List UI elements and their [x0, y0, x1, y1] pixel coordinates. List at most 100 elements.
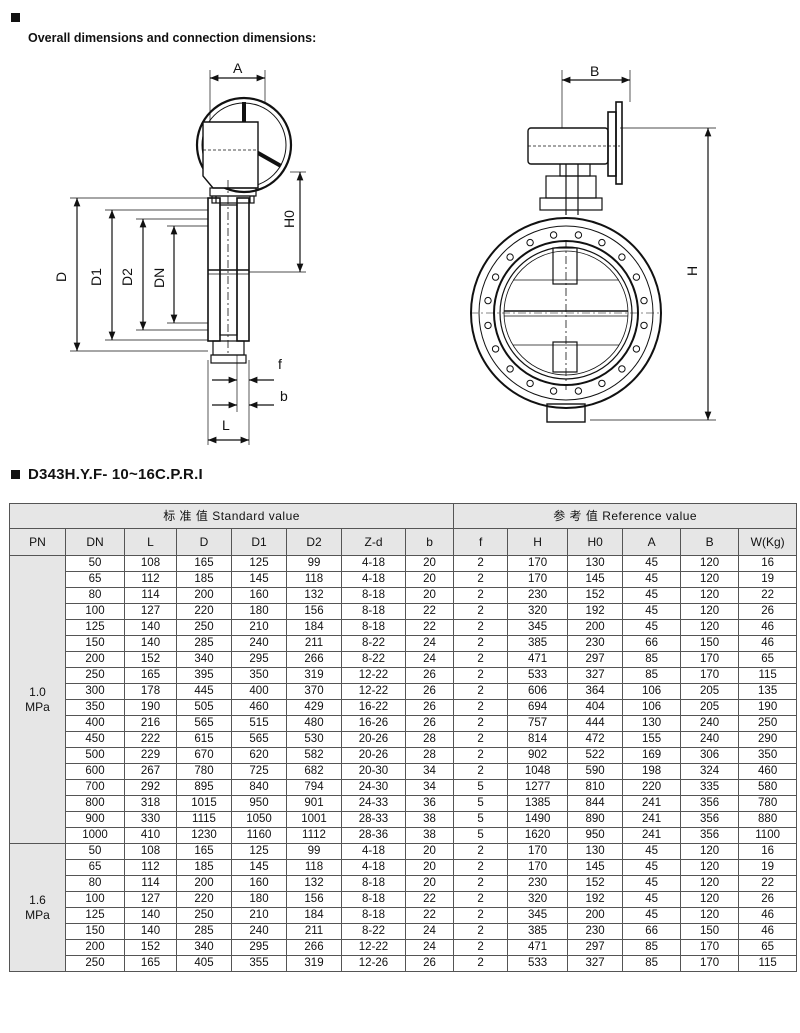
table-cell: 694: [507, 699, 569, 716]
table-cell: 26: [404, 955, 455, 972]
table-cell: 99: [286, 555, 342, 572]
table-cell: 85: [622, 667, 682, 684]
table-cell: 901: [286, 795, 342, 812]
table-cell: 28: [404, 747, 455, 764]
table-cell: 350: [65, 699, 125, 716]
table-cell: 125: [231, 843, 287, 860]
table-cell: 130: [567, 555, 624, 572]
table-cell: 5: [453, 795, 509, 812]
table-cell: 230: [507, 875, 569, 892]
table-cell: 210: [231, 619, 287, 636]
table-cell: 530: [286, 731, 342, 748]
table-cell: 20-26: [341, 747, 406, 764]
table-cell: 22: [404, 907, 455, 924]
table-cell: 132: [286, 875, 342, 892]
table-cell: 229: [124, 747, 177, 764]
table-cell: 28-36: [341, 827, 406, 844]
table-cell: 220: [176, 603, 232, 620]
table-cell: 615: [176, 731, 232, 748]
table-cell: 170: [507, 571, 569, 588]
table-cell: 895: [176, 779, 232, 796]
table-cell: 115: [738, 955, 798, 972]
bolt-hole: [484, 321, 492, 330]
table-cell: 211: [286, 923, 342, 940]
table-cell: 135: [738, 683, 798, 700]
bolt-hole: [632, 273, 641, 281]
table-cell: 320: [507, 603, 569, 620]
table-cell: 46: [738, 907, 798, 924]
label-H: H: [684, 266, 700, 276]
model-heading: D343H.Y.F- 10~16C.P.R.I: [28, 466, 203, 483]
table-cell: 580: [738, 779, 798, 796]
table-cell: 65: [738, 939, 798, 956]
table-cell: 600: [65, 763, 125, 780]
table-cell: 22: [404, 891, 455, 908]
table-cell: 36: [404, 795, 455, 812]
bolt-hole: [491, 273, 500, 281]
side-view-labels: A D D1 D2 DN H0 f b L: [53, 60, 297, 433]
table-cell: 880: [738, 811, 798, 828]
table-cell: 106: [622, 699, 682, 716]
table-cell: 12-22: [341, 683, 406, 700]
table-cell: 700: [65, 779, 125, 796]
table-cell: 1277: [507, 779, 569, 796]
table-cell: 250: [738, 715, 798, 732]
table-cell: 170: [680, 939, 740, 956]
table-cell: 26: [404, 699, 455, 716]
table-cell: 2: [453, 619, 509, 636]
table-cell: 20: [404, 875, 455, 892]
table-cell: 28: [404, 731, 455, 748]
bolt-hole: [640, 296, 648, 305]
table-cell: 404: [567, 699, 624, 716]
table-cell: 290: [738, 731, 798, 748]
table-cell: 840: [231, 779, 287, 796]
table-cell: 445: [176, 683, 232, 700]
table-cell: 2: [453, 667, 509, 684]
table-cell: 590: [567, 763, 624, 780]
table-cell: 152: [567, 875, 624, 892]
table-cell: 165: [176, 555, 232, 572]
table-cell: 1050: [231, 811, 287, 828]
table-cell: 20: [404, 587, 455, 604]
table-cell: 99: [286, 843, 342, 860]
table-cell: 292: [124, 779, 177, 796]
table-cell: 1385: [507, 795, 569, 812]
table-cell: 26: [404, 667, 455, 684]
table-cell: 20-26: [341, 731, 406, 748]
bolt-hole: [618, 365, 626, 373]
table-cell: 306: [680, 747, 740, 764]
table-cell: 145: [567, 571, 624, 588]
table-cell: 65: [65, 571, 125, 588]
bolt-hole: [574, 231, 583, 239]
table-cell: 85: [622, 651, 682, 668]
table-cell: 533: [507, 955, 569, 972]
table-cell: 20-30: [341, 763, 406, 780]
table-cell: 127: [124, 891, 177, 908]
table-cell: 8-18: [341, 907, 406, 924]
column-header: Z-d: [341, 528, 406, 556]
side-view: [70, 70, 306, 445]
table-cell: 205: [680, 699, 740, 716]
table-cell: 8-18: [341, 603, 406, 620]
table-cell: 120: [680, 891, 740, 908]
table-cell: 24: [404, 651, 455, 668]
column-header: DN: [65, 528, 125, 556]
table-cell: 220: [622, 779, 682, 796]
bolt-hole: [491, 345, 500, 353]
table-cell: 80: [65, 587, 125, 604]
table-cell: 16-26: [341, 715, 406, 732]
table-cell: 4-18: [341, 859, 406, 876]
table-cell: 2: [453, 907, 509, 924]
table-cell: 16: [738, 843, 798, 860]
table-cell: 45: [622, 619, 682, 636]
table-cell: 890: [567, 811, 624, 828]
table-cell: 400: [65, 715, 125, 732]
table-cell: 400: [231, 683, 287, 700]
table-cell: 295: [231, 651, 287, 668]
table-cell: 45: [622, 843, 682, 860]
table-cell: 220: [176, 891, 232, 908]
